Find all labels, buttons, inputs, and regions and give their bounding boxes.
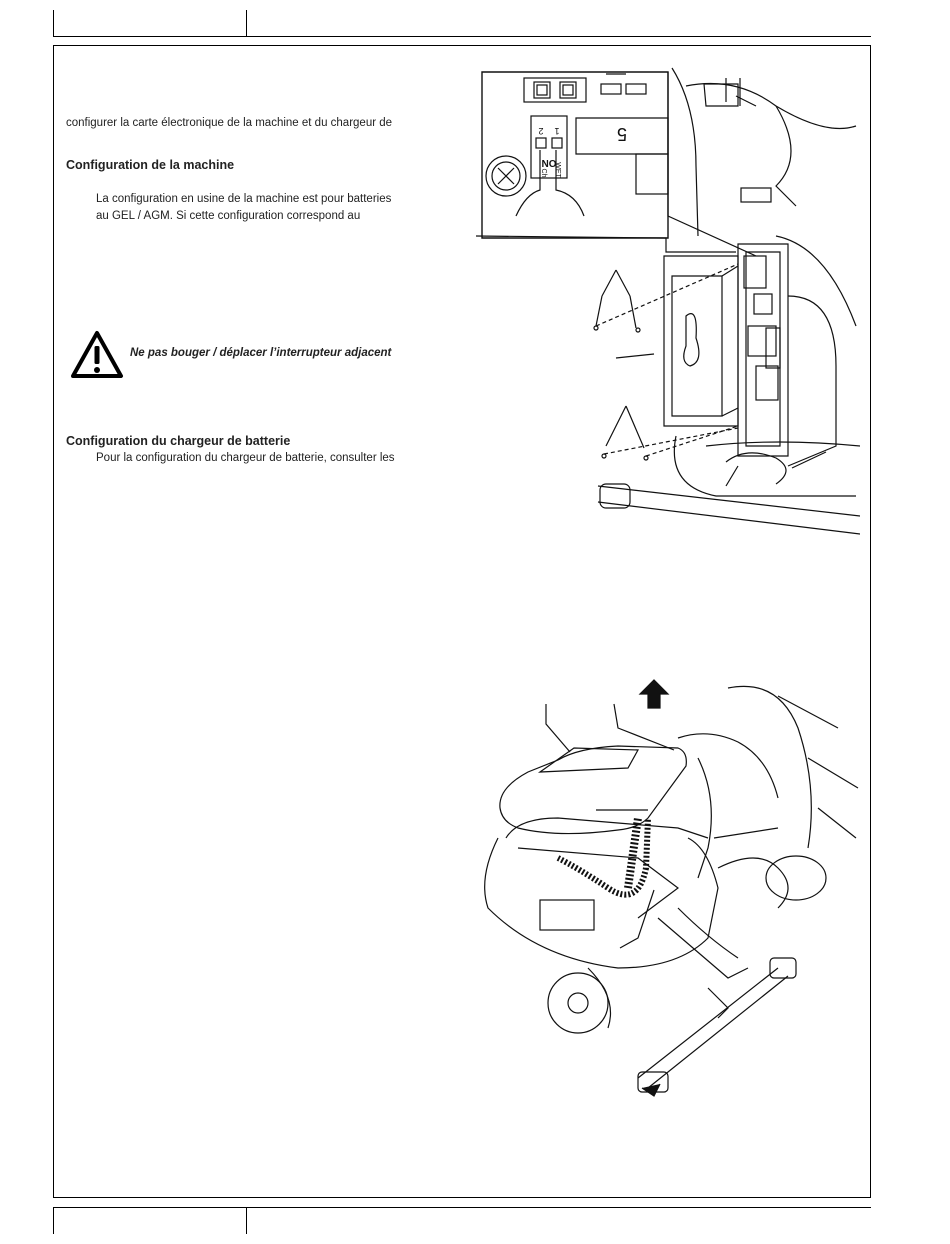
header-rule-mid-tick [246, 10, 247, 37]
section-heading-machine: Configuration de la machine [66, 158, 235, 172]
footer-rule [53, 1207, 871, 1208]
section1-line-1: La configuration en usine de la machine … [96, 193, 392, 205]
section-heading-charger: Configuration du chargeur de batterie [66, 434, 291, 448]
warning-text: Ne pas bouger / déplacer l’interrupteur … [130, 347, 392, 359]
page-frame [53, 45, 871, 1198]
figure-control-board: 2 1 ON Ch WET 5 [476, 67, 860, 535]
figure-machine-cover-open [484, 679, 859, 1097]
intro-line: configurer la carte électronique de la m… [66, 117, 393, 129]
switch-label-ch: Ch [540, 169, 547, 178]
section2-line: Pour la configuration du chargeur de bat… [96, 452, 395, 464]
switch-number-1: 1 [554, 126, 559, 136]
footer-rule-left-tick [53, 1207, 54, 1234]
up-arrow-icon [638, 679, 670, 709]
section1-line-2: au GEL / AGM. Si cette configuration cor… [96, 210, 361, 222]
header-rule [53, 36, 871, 37]
panel-mark: 5 [617, 124, 627, 144]
warning-triangle-icon [71, 331, 123, 378]
switch-number-2: 2 [538, 126, 543, 136]
switch-label-on: ON [542, 157, 557, 168]
footer-rule-mid-tick [246, 1207, 247, 1234]
switch-label-wet: WET [554, 162, 561, 178]
header-rule-left-tick [53, 10, 54, 37]
